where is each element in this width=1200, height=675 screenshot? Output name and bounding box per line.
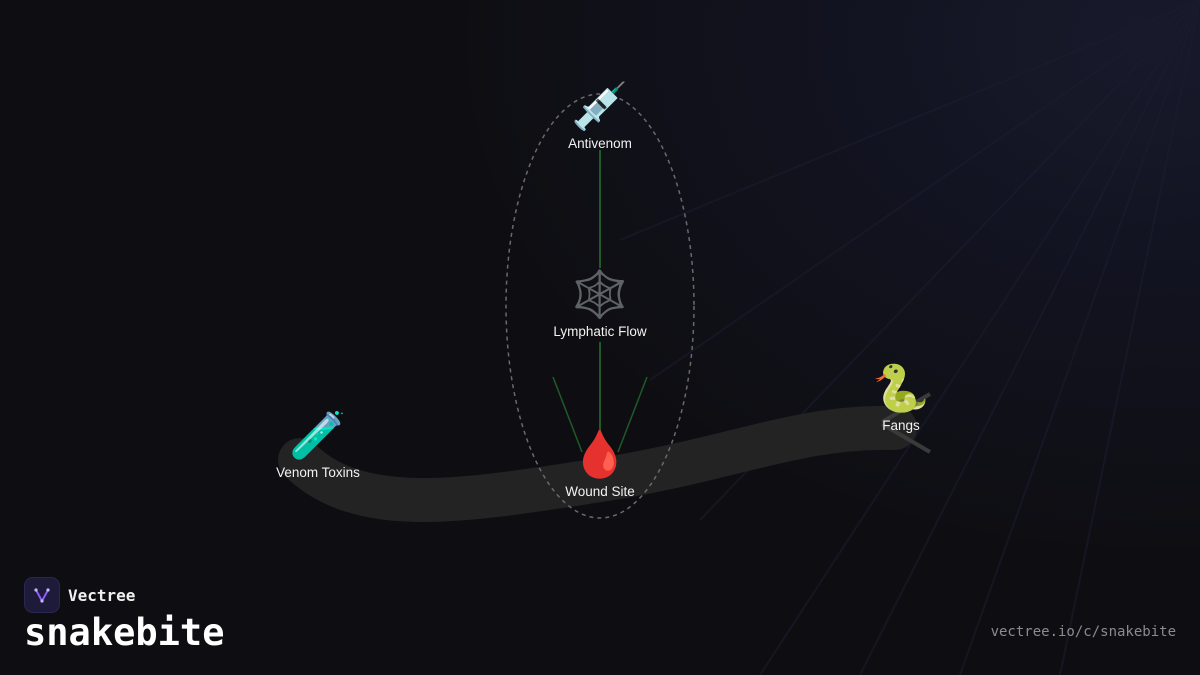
node-label: Lymphatic Flow <box>553 324 647 339</box>
brand[interactable]: Vectree <box>24 577 135 613</box>
vectree-v-icon <box>24 577 60 613</box>
node-fangs[interactable]: 🐍 Fangs <box>872 362 929 433</box>
node-venom-toxins[interactable]: 🧪 Venom Toxins <box>276 409 360 480</box>
venom-path <box>278 405 917 522</box>
snake-icon: 🐍 <box>872 361 930 415</box>
node-wound-site[interactable]: 🩸 Wound Site <box>565 428 635 499</box>
connector-wound-left <box>552 376 583 453</box>
syringe-icon: 💉 <box>571 79 629 133</box>
spider-web-icon: 🕸️ <box>571 267 629 321</box>
node-lymphatic-flow[interactable]: 🕸️ Lymphatic Flow <box>553 268 646 339</box>
brand-name: Vectree <box>68 585 136 605</box>
test-tube-icon: 🧪 <box>289 408 347 462</box>
node-label: Fangs <box>882 418 920 433</box>
blood-drop-icon: 🩸 <box>571 427 629 481</box>
node-label: Venom Toxins <box>276 465 360 480</box>
fang-upper <box>880 392 932 424</box>
fang-lower <box>880 422 932 454</box>
focus-ellipse <box>505 93 695 519</box>
page-url[interactable]: vectree.io/c/snakebite <box>990 624 1176 640</box>
connector-wound-right <box>617 376 648 453</box>
node-label: Wound Site <box>565 484 635 499</box>
page-title: snakebite <box>24 611 225 654</box>
node-antivenom[interactable]: 💉 Antivenom <box>568 80 632 151</box>
node-label: Antivenom <box>568 136 632 151</box>
